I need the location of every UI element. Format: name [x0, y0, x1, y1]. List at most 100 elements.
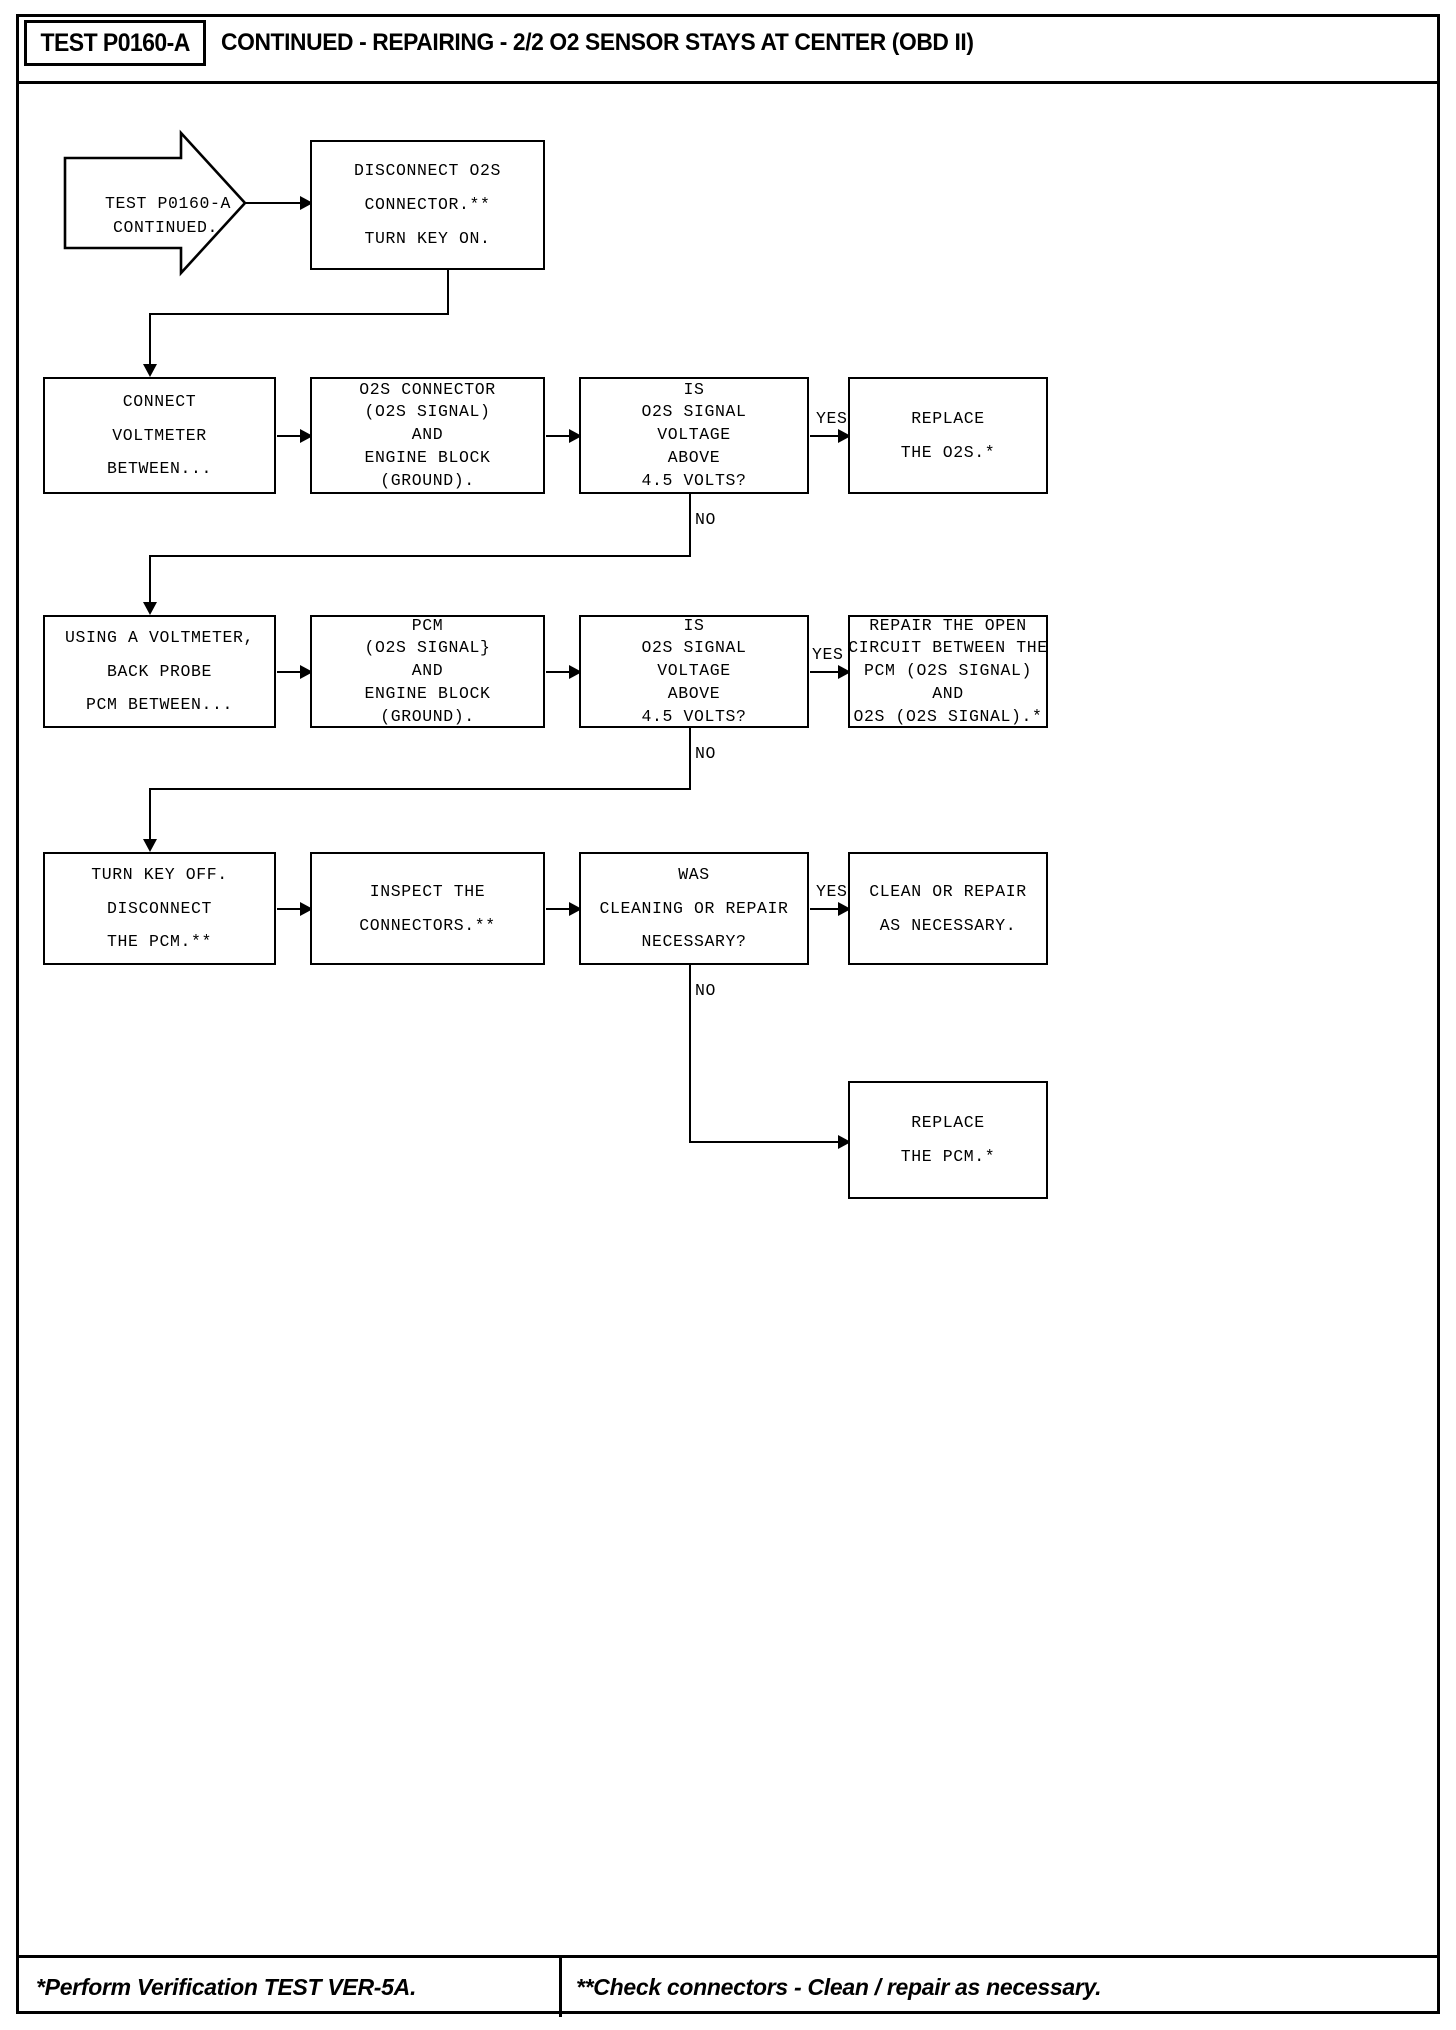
arrowhead-to-clean-or-repair [838, 902, 851, 916]
node-line: AS NECESSARY. [879, 915, 1017, 935]
node-line: (GROUND). [380, 706, 475, 726]
node-repair-open-circuit[interactable]: REPAIR THE OPEN CIRCUIT BETWEEN THE PCM … [848, 615, 1048, 728]
node-turn-key-off[interactable]: TURN KEY OFF. DISCONNECT THE PCM.** [43, 852, 276, 965]
edge-pcmref-to-decision2 [546, 671, 576, 673]
node-replace-o2s[interactable]: REPLACE THE O2S.* [848, 377, 1048, 494]
node-line: CONNECTORS.** [359, 915, 496, 935]
edge-decision3-yes [810, 908, 845, 910]
node-line: (GROUND). [380, 470, 475, 490]
edge-label-no-3: NO [695, 981, 717, 1000]
node-line: REPLACE [911, 1113, 985, 1133]
arrowhead-to-o2s-ref [300, 429, 313, 443]
node-line: ENGINE BLOCK [364, 683, 491, 703]
node-line: REPLACE [911, 408, 985, 428]
node-o2s-connector-ref[interactable]: O2S CONNECTOR (O2S SIGNAL) AND ENGINE BL… [310, 377, 545, 494]
edge-seg-v1 [447, 270, 449, 314]
footer-note-right: **Check connectors - Clean / repair as n… [576, 1974, 1102, 2000]
node-line: USING A VOLTMETER, [64, 627, 255, 647]
node-line: AND [411, 661, 444, 681]
node-line: AND [932, 683, 964, 703]
node-decision-o2s-voltage[interactable]: IS O2S SIGNAL VOLTAGE ABOVE 4.5 VOLTS? [579, 377, 809, 494]
node-line: PCM BETWEEN... [85, 695, 234, 715]
footer-divider [559, 1958, 562, 2017]
node-line: THE PCM.* [900, 1147, 996, 1166]
edge-backprobe-to-pcmref [277, 671, 307, 673]
footer-note-left: *Perform Verification TEST VER-5A. [36, 1974, 417, 2000]
edge-decision1-yes [810, 435, 845, 437]
arrowhead-to-turn-key-off [143, 839, 157, 852]
node-line: DISCONNECT O2S [353, 161, 502, 181]
node-line: IS [683, 615, 705, 635]
edge-label-yes-2: YES [812, 645, 844, 664]
edge-label-yes-3: YES [816, 882, 848, 901]
node-connect-voltmeter[interactable]: CONNECT VOLTMETER BETWEEN... [43, 377, 276, 494]
node-line: (O2S SIGNAL) [364, 402, 491, 422]
start-node-label: TEST P0160-A CONTINUED. [63, 168, 230, 264]
edge-turnkey-to-inspect [277, 908, 307, 910]
node-line: BACK PROBE [106, 661, 213, 681]
arrowhead-to-backprobe-pcm [143, 602, 157, 615]
node-inspect-connectors[interactable]: INSPECT THE CONNECTORS.** [310, 852, 545, 965]
start-line-2: CONTINUED. [112, 217, 219, 237]
node-line: CLEANING OR REPAIR [599, 898, 789, 918]
node-clean-or-repair[interactable]: CLEAN OR REPAIR AS NECESSARY. [848, 852, 1048, 965]
edge-seg-v7 [689, 965, 691, 1143]
node-line: O2S SIGNAL [641, 638, 747, 658]
node-line: (O2S SIGNAL} [364, 638, 491, 658]
node-disconnect-o2s[interactable]: DISCONNECT O2S CONNECTOR.** TURN KEY ON. [310, 140, 545, 270]
node-pcm-ref[interactable]: PCM (O2S SIGNAL} AND ENGINE BLOCK (GROUN… [310, 615, 545, 728]
page-footer: *Perform Verification TEST VER-5A. **Che… [16, 1955, 1440, 2017]
edge-seg-h3 [149, 788, 691, 790]
node-line: BETWEEN... [106, 459, 213, 479]
edge-decision2-yes [810, 671, 845, 673]
start-line-1: TEST P0160-A [105, 193, 232, 213]
node-line: CONNECT [122, 391, 197, 411]
node-line: 4.5 VOLTS? [641, 470, 747, 490]
node-line: ENGINE BLOCK [364, 447, 491, 467]
node-line: IS [683, 379, 705, 399]
node-line: O2S SIGNAL [641, 402, 747, 422]
edge-seg-v4 [149, 555, 151, 613]
arrowhead-to-pcm-ref [300, 665, 313, 679]
page-title: CONTINUED - REPAIRING - 2/2 O2 SENSOR ST… [221, 29, 974, 56]
node-line: ABOVE [667, 683, 721, 703]
edge-seg-h2 [149, 555, 691, 557]
edge-connect-to-o2sref [277, 435, 307, 437]
node-backprobe-pcm[interactable]: USING A VOLTMETER, BACK PROBE PCM BETWEE… [43, 615, 276, 728]
arrowhead-to-decision-3 [569, 902, 582, 916]
node-line: PCM (O2S SIGNAL) [863, 661, 1033, 681]
node-line: O2S (O2S SIGNAL).* [853, 706, 1043, 726]
start-arrow-shape [63, 129, 247, 277]
node-line: CLEAN OR REPAIR [869, 881, 1027, 901]
node-line: CIRCUIT BETWEEN THE [848, 638, 1048, 658]
arrowhead-to-decision-1 [569, 429, 582, 443]
test-id-label: TEST P0160-A [40, 28, 190, 57]
node-line: CONNECTOR.** [364, 195, 491, 215]
test-id-box: TEST P0160-A [24, 20, 206, 66]
edge-o2sref-to-decision1 [546, 435, 576, 437]
edge-seg-v5 [689, 728, 691, 790]
node-decision-pcm-voltage[interactable]: IS O2S SIGNAL VOLTAGE ABOVE 4.5 VOLTS? [579, 615, 809, 728]
edge-seg-v6 [149, 788, 151, 850]
node-decision-cleaning[interactable]: WAS CLEANING OR REPAIR NECESSARY? [579, 852, 809, 965]
edge-start-to-disconnect [245, 202, 307, 204]
edge-seg-v2 [149, 313, 151, 375]
edge-label-yes-1: YES [816, 409, 848, 428]
node-line: TURN KEY OFF. [91, 864, 228, 884]
arrowhead-to-inspect-connectors [300, 902, 313, 916]
node-line: WAS [678, 864, 710, 884]
node-line: VOLTAGE [657, 425, 731, 445]
node-line: O2S CONNECTOR [359, 379, 496, 399]
node-line: AND [411, 425, 444, 445]
arrowhead-to-decision-2 [569, 665, 582, 679]
node-line: 4.5 VOLTS? [641, 706, 747, 726]
arrowhead-to-connect-voltmeter [143, 364, 157, 377]
node-replace-pcm[interactable]: REPLACE THE PCM.* [848, 1081, 1048, 1199]
node-line: NECESSARY? [641, 932, 747, 952]
page-border [16, 14, 1440, 2014]
node-line: TURN KEY ON. [364, 228, 491, 248]
node-line: THE PCM.** [106, 932, 213, 952]
arrowhead-to-replace-pcm [838, 1135, 851, 1149]
page-header: TEST P0160-A CONTINUED - REPAIRING - 2/2… [16, 14, 1440, 84]
